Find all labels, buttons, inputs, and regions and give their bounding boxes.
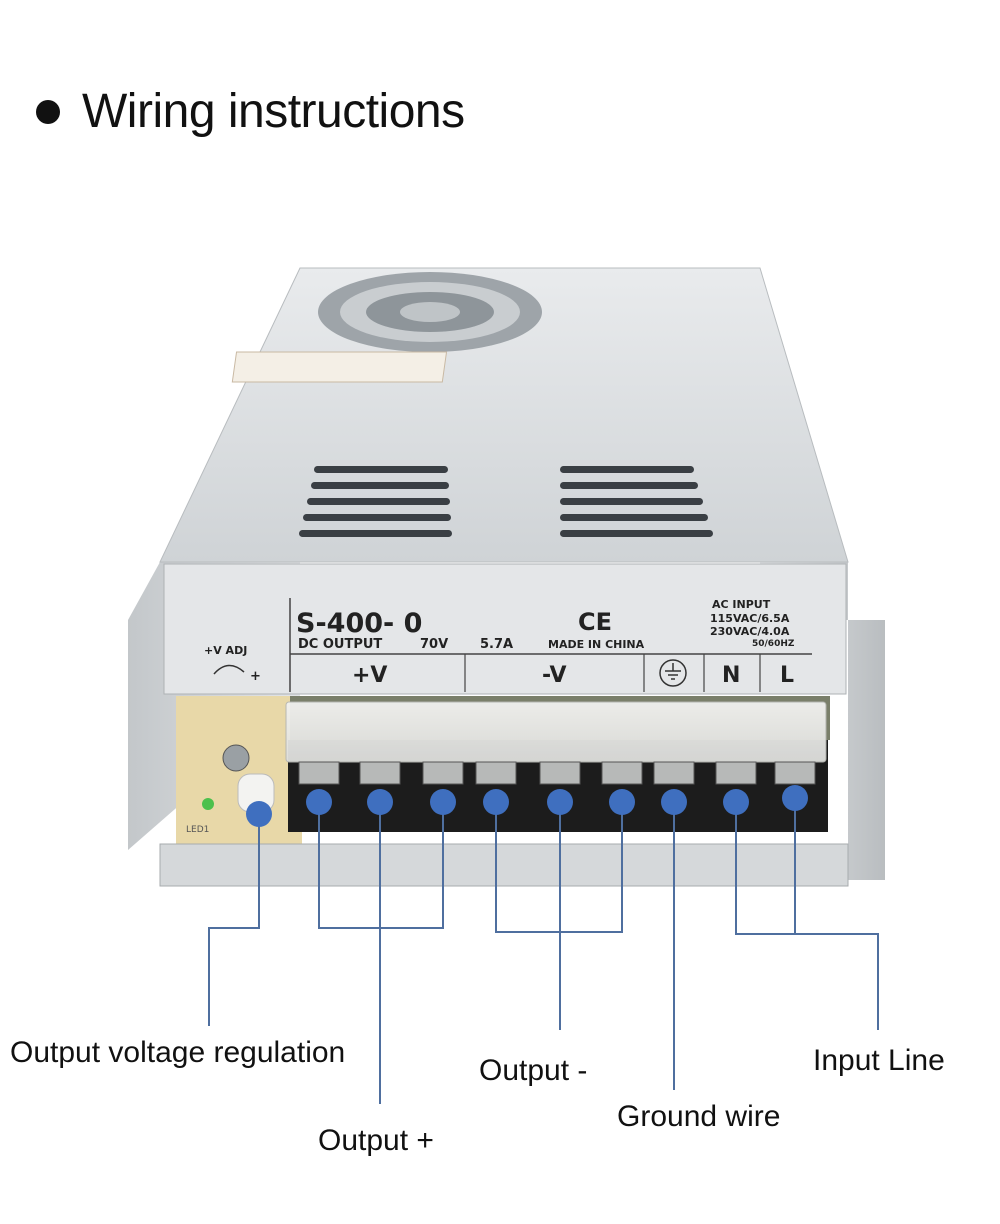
ac-input-115: 115VAC/6.5A [710,612,790,625]
terminal-screw [359,761,401,785]
made-in-label: MADE IN CHINA [548,638,645,651]
callout-ground-wire: Ground wire [617,1100,781,1133]
terminal-label-minus-v: -V [542,663,567,688]
terminal-screw [475,761,517,785]
ground-symbol-icon [659,659,687,687]
terminal-screw [601,761,643,785]
leader-input-line [795,933,879,1030]
adj-arrow-icon [213,664,245,675]
warning-sticker [231,351,448,383]
terminal-label-plus-v: +V [352,663,387,688]
model-number: S-400- 0 [296,608,422,639]
callout-output-plus: Output + [318,1124,434,1157]
terminal-label-n: N [722,663,740,688]
terminal-marker [661,789,687,815]
terminal-marker [782,785,808,811]
led-label: LED1 [186,825,209,835]
terminal-screw [539,761,581,785]
led-indicator [202,798,214,810]
ce-mark: CE [578,608,612,636]
callout-input-line: Input Line [813,1044,945,1077]
adj-plus: + [250,669,261,684]
terminal-screw [298,761,340,785]
section-header: Wiring instructions [36,84,465,139]
terminal-marker [547,789,573,815]
dc-output-voltage: 70V [420,637,448,652]
front-label-panel [163,563,847,695]
terminal-marker [430,789,456,815]
ac-input-freq: 50/60HZ [752,639,795,649]
vent-slots-right [560,466,713,537]
trimmer-potentiometer [222,744,250,772]
dc-output-label: DC OUTPUT [298,637,382,652]
terminal-label-l: L [780,663,794,688]
terminal-screw [653,761,695,785]
callout-voltage-regulation: Output voltage regulation [10,1036,346,1069]
terminal-screws [298,761,816,785]
page-title: Wiring instructions [82,85,465,138]
terminal-marker [723,789,749,815]
terminal-marker [483,789,509,815]
leader-voltage-regulation [208,814,260,1026]
terminal-marker [306,789,332,815]
terminal-screw [422,761,464,785]
terminal-screw [774,761,816,785]
leader-lines [208,798,879,1104]
ac-input-title: AC INPUT [712,598,771,611]
bottom-lip [159,843,849,887]
adj-label: +V ADJ [204,644,247,657]
ac-input-230: 230VAC/4.0A [710,625,790,638]
bullet-icon [36,99,60,124]
casing: S-400- 0 CE DC OUTPUT 70V 5.7A MADE IN C… [128,267,885,887]
terminal-marker [609,789,635,815]
dc-output-current: 5.7A [480,637,513,652]
callout-output-minus: Output - [479,1054,588,1087]
terminal-cover [285,701,827,763]
terminal-marker [367,789,393,815]
vent-slots-left [299,466,452,537]
terminal-screw [715,761,757,785]
connection-markers [246,785,808,827]
fan-icon [318,272,542,352]
marker-adj [246,801,272,827]
leader-input-line-bracket [735,798,796,935]
